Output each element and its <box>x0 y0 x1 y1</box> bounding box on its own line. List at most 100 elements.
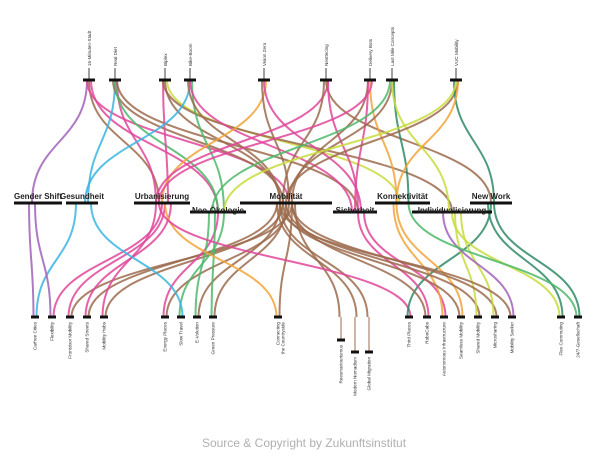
mega-label-gender-shift: Gender Shift <box>14 192 62 201</box>
top-node-bar-15-minuten-stadt <box>83 78 95 82</box>
bottom-node-bar-slow-travel <box>177 315 185 319</box>
link-top-0-mobilität <box>86 79 290 204</box>
top-node-bar-real-diet <box>109 78 121 82</box>
link-bottom-8-mobilität <box>213 202 287 318</box>
link-bottom-5-neo-ökologie <box>162 211 219 318</box>
link-top-1-sicherheit <box>116 79 359 213</box>
top-node-bar-vision-zero <box>258 78 270 82</box>
bottom-node-bar-e-volution <box>193 315 201 319</box>
bottom-node-bar-mobility-hubs <box>100 315 108 319</box>
top-node-bar-nesttecing <box>320 78 332 82</box>
link-top-5-urbanisierung <box>155 79 329 204</box>
bottom-node-bar-24-7-gesellschaft <box>574 315 582 319</box>
bottom-label-mobility-seeker: Mobility Seeker <box>510 322 515 354</box>
link-bottom-21-new-work <box>493 202 581 318</box>
bottom-label-shared-streets: Shared Streets <box>85 321 90 352</box>
mega-label-mobilität: Mobilität <box>270 192 303 201</box>
link-bottom-16-konnektivität <box>395 202 464 318</box>
link-top-0-urbanisierung <box>88 79 160 204</box>
link-top-7-individualisierung <box>391 79 450 213</box>
link-bottom-15-konnektivität <box>392 202 444 318</box>
mega-bar-urbanisierung <box>134 201 190 205</box>
link-top-2-individualisierung <box>162 79 453 213</box>
bottom-label-global-migration: Global Migration <box>367 357 372 391</box>
link-bottom-15-sicherheit <box>363 211 447 318</box>
link-top-8-mobilität <box>285 79 459 204</box>
bottom-node-bar-mobility-seeker <box>508 315 516 319</box>
link-top-0-gender-shift <box>31 79 88 204</box>
source-footer: Source & Copyright by Zukunftsinstitut <box>201 436 407 450</box>
bottom-label-seamless-mobility: Seamless Mobility <box>459 321 464 359</box>
bottom-label-microsharing: Microsharing <box>493 322 498 349</box>
bottom-node-bar-third-places <box>405 315 413 319</box>
bottom-label-flex-commuting: Flex Commuting <box>559 322 564 356</box>
mega-bar-mobilität <box>240 201 332 205</box>
link-bottom-21-konnektivität <box>407 202 578 318</box>
mega-label-neo-ökologie: Neo-Ökologie <box>192 206 245 215</box>
mega-bar-neo-ökologie <box>190 210 246 214</box>
bottom-node-bar-connecting-the-countryside <box>274 315 282 319</box>
link-bottom-13-new-work <box>406 202 492 318</box>
link-top-6-mobilität <box>291 79 369 204</box>
top-node-bar-last-mile-concepts <box>386 78 398 82</box>
mega-label-gesundheit: Gesundheit <box>60 192 104 201</box>
bottom-node-bar-modern-nomadism <box>351 350 359 354</box>
link-bottom-0-gender-shift <box>28 202 35 318</box>
bottom-node-bar-flex-commuting <box>557 315 565 319</box>
top-node-bar-delivery-bots <box>364 78 376 82</box>
bottom-node-bar-green-pressure <box>209 315 217 319</box>
link-bottom-7-neo-ökologie <box>194 211 210 318</box>
bottom-node-bar-flexibility <box>48 315 56 319</box>
link-top-8-new-work <box>453 79 495 204</box>
top-label-vision-zero: Vision Zero <box>262 42 267 66</box>
link-top-2-urbanisierung <box>162 79 169 204</box>
link-top-6-urbanisierung <box>158 79 373 204</box>
mega-label-konnektivität: Konnektivität <box>377 192 428 201</box>
link-top-5-new-work <box>325 79 492 204</box>
link-top-6-konnektivität <box>369 79 398 204</box>
link-bottom-14-sicherheit <box>357 211 430 318</box>
top-label-real-diet: Real Diet <box>113 46 118 66</box>
link-top-8-neo-ökologie <box>223 79 457 213</box>
bottom-node-bar-seamless-mobility <box>457 315 465 319</box>
top-node-bar-biplex <box>159 78 171 82</box>
bottom-node-bar-frontdoor-mobility <box>66 315 74 319</box>
top-node-bar-bike-boom <box>184 78 196 82</box>
mega-label-new-work: New Work <box>472 192 511 201</box>
mega-bar-sicherheit <box>333 210 377 214</box>
link-top-3-sicherheit <box>189 79 353 213</box>
link-bottom-1-urbanisierung <box>52 202 163 318</box>
link-bottom-14-mobilität <box>291 202 427 318</box>
link-bottom-8-neo-ökologie <box>210 211 216 318</box>
connection-links <box>28 79 581 318</box>
link-bottom-16-mobilität <box>282 202 461 318</box>
link-bottom-11-mobilität <box>276 202 358 318</box>
bottom-label-green-pressure: Green Pressure <box>211 322 216 355</box>
link-bottom-20-new-work <box>487 202 564 318</box>
mega-label-sicherheit: Sicherheit <box>336 206 375 215</box>
link-top-3-mobilität <box>187 79 281 204</box>
bottom-node-bar-shared-streets <box>83 315 91 319</box>
bottom-label-connecting-the-countryside-line2: the Countryside <box>281 322 286 355</box>
bottom-label-slow-travel: Slow Travel <box>179 322 184 346</box>
mega-bar-individualisierung <box>412 210 492 214</box>
bottom-node-bar-carfree-cities <box>31 315 39 319</box>
bottom-label-24-7-gesellschaft: 24/7-Gesellschaft <box>576 321 581 357</box>
top-label-delivery-bots: Delivery Bots <box>368 38 373 66</box>
bottom-node-bar-reesmartourismus <box>337 338 345 342</box>
bottom-label-robocabs: RoboCabs <box>425 321 430 343</box>
link-bottom-0-gesundheit <box>35 202 77 318</box>
bottom-node-bar-shared-mobility <box>474 315 482 319</box>
top-label-vuc-mobility: VUC Mobility <box>454 39 459 66</box>
link-bottom-2-urbanisierung <box>67 202 166 318</box>
bottom-node-bar-microsharing <box>491 315 499 319</box>
link-bottom-3-mobilität <box>87 202 278 318</box>
link-top-5-mobilität <box>282 79 325 204</box>
top-label-biplex: Biplex <box>163 53 168 66</box>
mega-bar-konnektivität <box>375 201 430 205</box>
bottom-label-modern-nomadism: Modern Nomadism <box>353 357 358 396</box>
bottom-label-reesmartourismus: Reesmartourismus <box>339 344 344 383</box>
link-top-2-konnektivität <box>166 79 401 204</box>
bottom-label-mobility-hubs: Mobility Hubs <box>102 321 107 349</box>
